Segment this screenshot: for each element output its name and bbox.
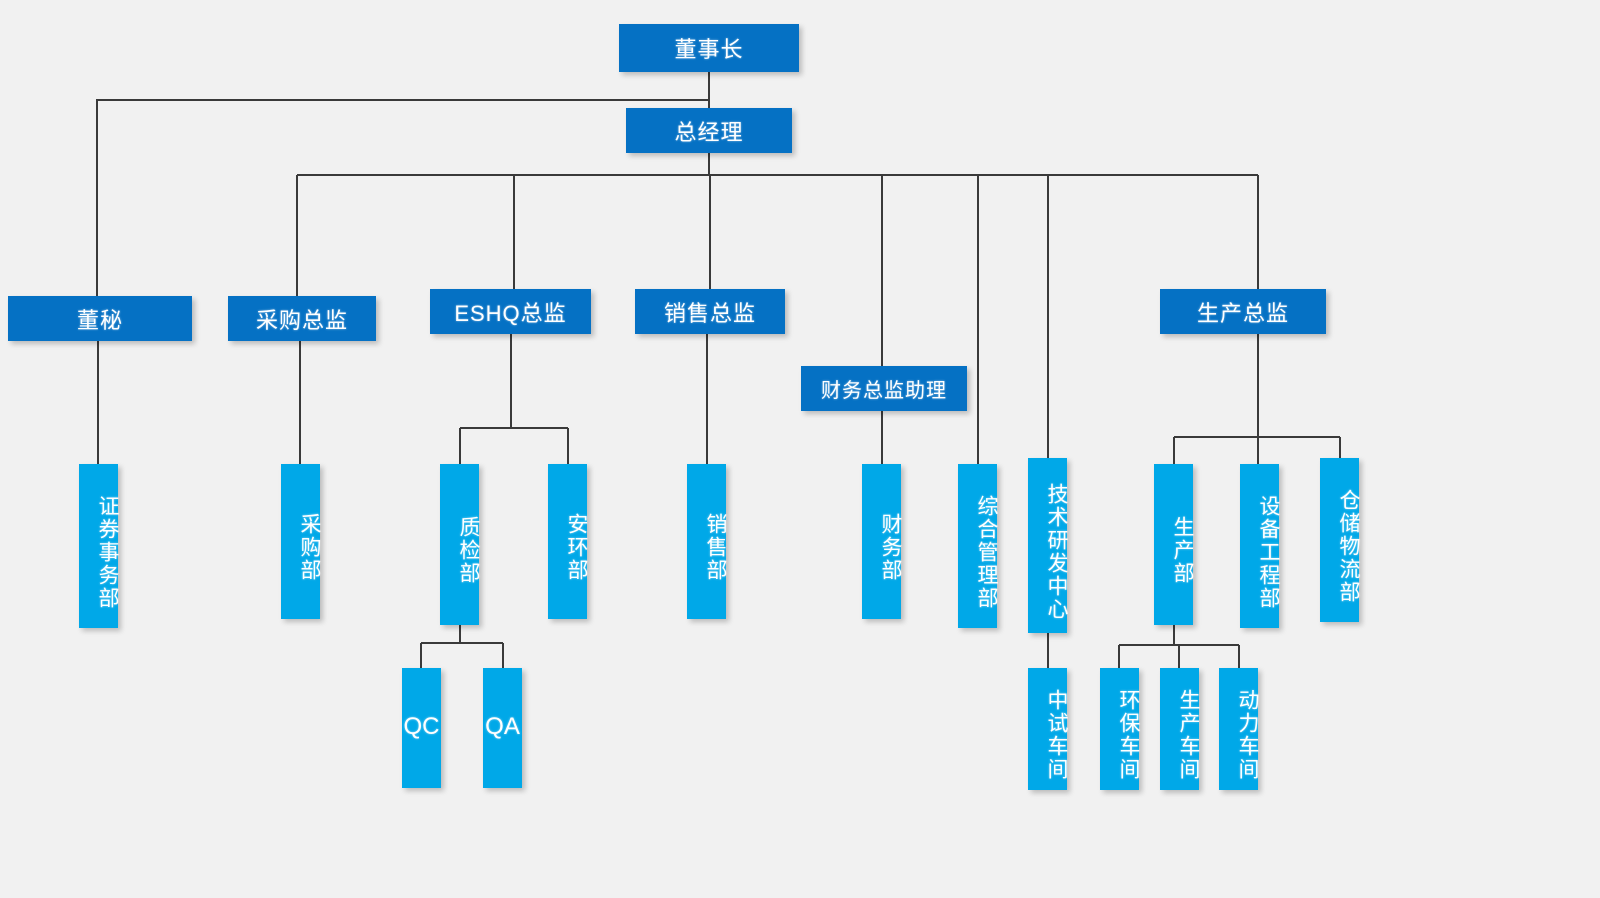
node-production-dept[interactable]: 生产部 [1154, 464, 1194, 625]
node-label: QC [403, 713, 440, 740]
node-qa[interactable]: QA [483, 668, 522, 788]
node-qc[interactable]: QC [402, 668, 441, 788]
wire-chairman-to-board-secretary [96, 99, 709, 296]
node-label: 财务总监助理 [821, 380, 947, 402]
node-label: 技术研发中心 [1045, 482, 1068, 621]
node-production-workshop[interactable]: 生产车间 [1160, 668, 1200, 790]
node-label: 生产车间 [1177, 689, 1200, 781]
node-general-manager[interactable]: 总经理 [626, 108, 792, 153]
node-chairman[interactable]: 董事长 [619, 24, 799, 72]
node-label: 董事长 [674, 37, 744, 62]
node-label: 动力车间 [1236, 689, 1259, 781]
node-label: 综合管理部 [975, 494, 998, 610]
node-procurement-director[interactable]: 采购总监 [228, 296, 376, 341]
node-general-management-dept[interactable]: 综合管理部 [958, 464, 998, 628]
node-label: 质检部 [457, 516, 480, 585]
node-label: 设备工程部 [1257, 494, 1280, 610]
node-label: 财务部 [879, 513, 902, 582]
node-warehouse-logistics-dept[interactable]: 仓储物流部 [1320, 458, 1360, 622]
node-label: 环保车间 [1117, 689, 1140, 781]
node-label: 销售总监 [663, 300, 756, 326]
node-securities-affairs-dept[interactable]: 证券事务部 [79, 464, 119, 628]
node-label: 证券事务部 [96, 494, 119, 610]
node-finance-dept[interactable]: 财务部 [862, 464, 902, 619]
node-label: 安环部 [565, 513, 588, 582]
node-equipment-engineering-dept[interactable]: 设备工程部 [1240, 464, 1280, 628]
node-safety-environment-dept[interactable]: 安环部 [548, 464, 588, 619]
node-eshq-director[interactable]: ESHQ总监 [430, 289, 591, 334]
node-rd-center[interactable]: 技术研发中心 [1028, 458, 1068, 633]
node-label: 销售部 [704, 513, 727, 582]
node-label: ESHQ总监 [454, 300, 567, 326]
node-label: 采购总监 [255, 307, 348, 333]
node-label: 仓储物流部 [1337, 488, 1360, 604]
node-label: QA [485, 713, 520, 740]
node-label: 总经理 [674, 119, 744, 145]
node-production-director[interactable]: 生产总监 [1160, 289, 1326, 334]
node-power-workshop[interactable]: 动力车间 [1219, 668, 1259, 790]
node-label: 董秘 [76, 307, 123, 333]
node-label: 采购部 [298, 513, 321, 582]
node-sales-director[interactable]: 销售总监 [635, 289, 785, 334]
node-procurement-dept[interactable]: 采购部 [281, 464, 321, 619]
node-environmental-workshop[interactable]: 环保车间 [1100, 668, 1140, 790]
node-board-secretary[interactable]: 董秘 [8, 296, 192, 341]
node-label: 生产部 [1171, 516, 1194, 585]
node-label: 生产总监 [1196, 300, 1289, 326]
node-finance-director-assistant[interactable]: 财务总监助理 [801, 366, 967, 411]
node-quality-inspection-dept[interactable]: 质检部 [440, 464, 480, 625]
node-sales-dept[interactable]: 销售部 [687, 464, 727, 619]
node-pilot-workshop[interactable]: 中试车间 [1028, 668, 1068, 790]
node-label: 中试车间 [1045, 689, 1068, 781]
